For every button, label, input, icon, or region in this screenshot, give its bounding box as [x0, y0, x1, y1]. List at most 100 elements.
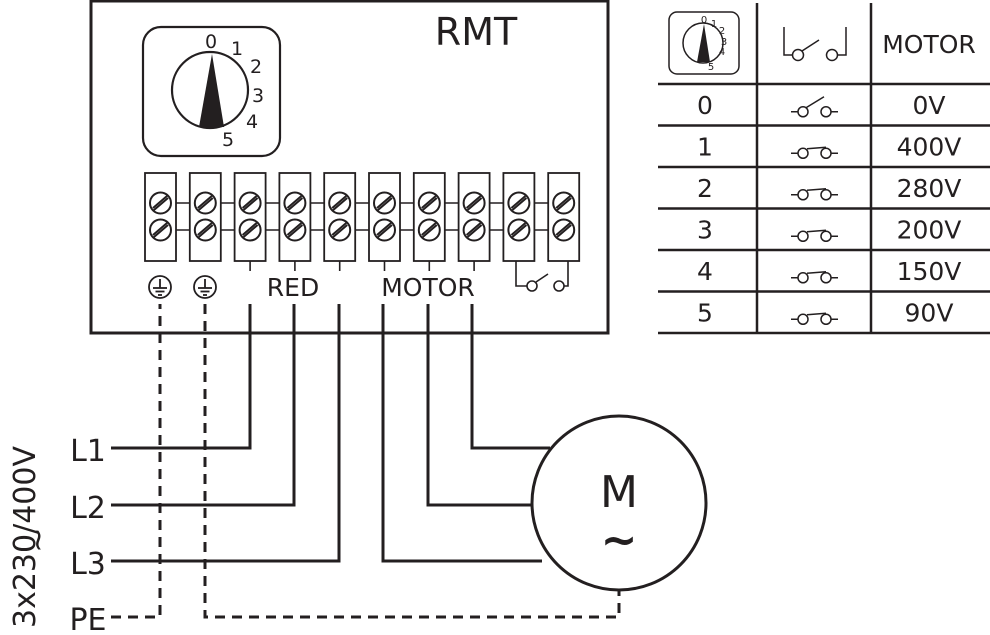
mini-dial-knob [682, 22, 724, 64]
screw-icon[interactable] [373, 218, 396, 242]
wire-l2 [111, 304, 296, 507]
open-contact-icon [790, 96, 839, 118]
row-motor-voltage: 90V [905, 298, 954, 327]
screw-icon[interactable] [238, 218, 262, 242]
mini-dial-mark: 3 [721, 37, 727, 48]
screw-icon[interactable] [238, 191, 262, 215]
label-l2: L2 [70, 491, 106, 526]
wire-l1 [111, 304, 252, 450]
dial-mark-3: 3 [252, 85, 264, 107]
terminal[interactable] [233, 172, 267, 271]
terminal[interactable] [547, 172, 581, 262]
dial-mark-1: 1 [231, 38, 243, 60]
screw-icon[interactable] [193, 218, 217, 242]
row-position: 4 [697, 257, 713, 286]
screw-icon[interactable] [283, 218, 307, 242]
wiring [111, 304, 621, 619]
row-position: 0 [697, 91, 713, 120]
terminal-body [502, 172, 536, 262]
row-position: 2 [697, 174, 713, 203]
terminal-body [547, 172, 581, 262]
dial-mark-5: 5 [222, 129, 234, 151]
table-header-contact-icon [783, 27, 847, 62]
table-row: 4 150V [658, 257, 990, 293]
row-motor-voltage: 0V [912, 91, 945, 120]
protective-earth-icon [148, 275, 172, 299]
motor-circle [530, 414, 708, 592]
supply-voltage-label: 3x230/400V [8, 446, 43, 628]
motor-letter: M [600, 467, 638, 518]
label-l1: L1 [70, 434, 106, 469]
mini-dial-mark: 2 [719, 26, 725, 37]
mini-dial-mark: 4 [719, 47, 725, 58]
dial-mark-4: 4 [246, 111, 258, 133]
screw-icon[interactable] [417, 218, 441, 242]
terminal[interactable] [323, 172, 357, 271]
screw-icon[interactable] [417, 191, 441, 215]
protective-earth-icon [193, 275, 217, 299]
screw-icon[interactable] [552, 218, 576, 242]
screw-icon[interactable] [507, 218, 531, 242]
screw-icon[interactable] [328, 191, 352, 215]
wire-l3 [111, 304, 341, 563]
mini-dial-mark: 5 [708, 62, 714, 73]
selector-pointer-icon [199, 54, 224, 127]
terminal[interactable] [412, 172, 446, 271]
closed-contact-icon [790, 271, 839, 284]
red-group-label: RED [267, 273, 319, 302]
terminal[interactable] [457, 172, 491, 271]
row-motor-voltage: 280V [897, 174, 962, 203]
screw-icon[interactable] [328, 218, 352, 242]
closed-contact-icon [790, 188, 839, 201]
dial-mark-2: 2 [250, 56, 262, 78]
terminal[interactable] [368, 172, 401, 271]
switch-contact-icon [515, 261, 569, 292]
mini-dial-mark: 1 [711, 19, 717, 30]
terminal[interactable] [188, 172, 222, 262]
label-l3: L3 [70, 547, 106, 582]
dial-mark-0: 0 [205, 31, 217, 53]
terminal-body [144, 172, 177, 262]
terminal-body [188, 172, 222, 262]
terminal-body [412, 172, 446, 262]
row-motor-voltage: 400V [897, 132, 962, 161]
selector-dial[interactable]: 0 1 2 3 4 5 [141, 25, 282, 158]
closed-contact-icon [790, 229, 839, 242]
motor-ac-symbol: ~ [601, 515, 638, 566]
screw-icon[interactable] [462, 191, 486, 215]
terminal[interactable] [278, 172, 312, 271]
screw-icon[interactable] [552, 191, 576, 215]
motor-group-label: MOTOR [381, 273, 475, 302]
supply-labels: L1 L2 L3 PE 3x230/400V ~ [8, 434, 107, 635]
closed-contact-icon [790, 146, 839, 159]
terminal-body [278, 172, 312, 262]
screw-icon[interactable] [149, 191, 172, 215]
screw-icon[interactable] [283, 191, 307, 215]
ac-symbol: ~ [21, 527, 56, 552]
terminal-block [144, 172, 581, 271]
table-header-dial: 0 1 2 3 4 5 [668, 11, 740, 75]
wire-motor-3 [470, 304, 550, 450]
wire-pe-supply [111, 304, 162, 619]
screw-icon[interactable] [149, 218, 172, 242]
terminal-body [233, 172, 267, 262]
screw-icon[interactable] [507, 191, 531, 215]
screw-icon[interactable] [193, 191, 217, 215]
wire-pe-motor [203, 304, 621, 619]
closed-contact-icon [790, 312, 839, 325]
row-motor-voltage: 200V [897, 215, 962, 244]
controller-title: RMT [435, 10, 518, 54]
screw-icon[interactable] [462, 218, 486, 242]
terminal-body [368, 172, 401, 262]
terminal-body [457, 172, 491, 262]
row-motor-voltage: 150V [897, 257, 962, 286]
terminal[interactable] [502, 172, 536, 262]
screw-icon[interactable] [373, 191, 396, 215]
terminal[interactable] [144, 172, 177, 262]
mini-dial-mark: 0 [701, 15, 707, 26]
